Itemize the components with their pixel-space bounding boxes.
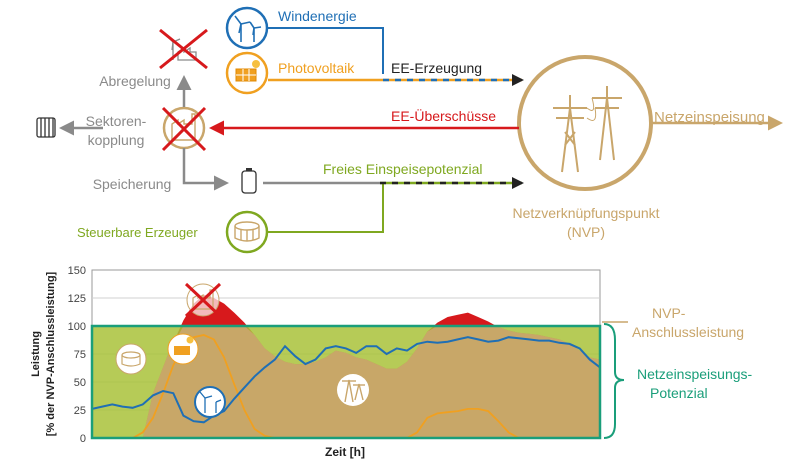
y-tick-label: 25	[74, 405, 86, 417]
y-axis-ticks: 0 25 50 75 100 125 150	[68, 265, 86, 445]
chart-wind-icon	[194, 386, 226, 418]
sector-coupling-label-2: kopplung	[88, 132, 145, 148]
y-tick-label: 125	[68, 293, 86, 305]
nvp-circle	[517, 55, 653, 191]
potential-frame	[90, 324, 602, 440]
chart-generator-icon	[115, 343, 147, 375]
controllable-label: Steuerbare Erzeuger	[77, 225, 198, 240]
pv-series-line	[92, 334, 600, 438]
pv-label: Photovoltaik	[278, 60, 355, 76]
nvp-node	[517, 55, 653, 191]
wind-source: Windenergie	[225, 6, 357, 50]
storage-node: Speicherung	[93, 148, 380, 194]
controllable-line	[268, 183, 384, 233]
storage-arrow-in	[182, 148, 229, 191]
potential-label-1: Netzeinspeisungs-	[637, 366, 753, 382]
chart-pylon-icon	[337, 374, 369, 406]
y-tick-label: 75	[74, 349, 86, 361]
ee-generation-arrowhead	[512, 74, 524, 86]
y-axis-label-1: Leistung	[30, 331, 42, 377]
free-potential-arrowhead	[512, 177, 524, 189]
wind-factory-crossed-icon	[159, 28, 208, 70]
sector-coupling-label-1: Sektoren-	[86, 113, 147, 129]
potential-brace	[603, 323, 625, 439]
controllable-generator-node: Steuerbare Erzeuger	[77, 183, 384, 254]
y-axis-label-2: [% der NVP-Anschlussleistung]	[45, 271, 57, 436]
wind-source-circle	[225, 6, 269, 50]
wind-line	[268, 27, 384, 74]
capacity-label-2: Anschlussleistung	[632, 324, 744, 340]
curtailment-label: Abregelung	[99, 73, 171, 89]
y-tick-label: 0	[80, 433, 86, 445]
pv-source: Photovoltaik	[225, 51, 355, 95]
sector-coupling-node: Sektoren- kopplung	[86, 106, 207, 152]
free-potential-label: Freies Einspeisepotenzial	[323, 161, 483, 177]
y-tick-label: 150	[68, 265, 86, 277]
potential-label-2: Potenzial	[650, 385, 708, 401]
x-axis-label: Zeit [h]	[325, 445, 365, 459]
wind-series-line	[92, 336, 600, 424]
chart: 0 25 50 75 100 125 150	[30, 265, 753, 459]
factory-crossed-icon	[161, 106, 207, 152]
radiator-icon	[36, 117, 56, 138]
surplus-label: EE-Überschüsse	[391, 107, 496, 124]
curtailment-node: Abregelung	[99, 28, 208, 89]
storage-label: Speicherung	[93, 176, 172, 192]
heat-node	[36, 117, 103, 138]
chart-factory-crossed-icon	[184, 282, 222, 318]
y-tick-label: 100	[68, 321, 86, 333]
chart-solar-icon	[167, 333, 199, 365]
battery-icon	[241, 168, 257, 194]
generator-plant-icon	[234, 221, 260, 242]
y-tick-label: 50	[74, 377, 86, 389]
ee-generation-label: EE-Erzeugung	[391, 60, 482, 76]
grid-feed-label: Netzeinspeisung	[654, 109, 765, 126]
wind-label: Windenergie	[278, 8, 357, 24]
nvp-label-line2: (NVP)	[567, 224, 605, 240]
nvp-label-line1: Netzverknüpfungspunkt	[512, 205, 659, 221]
power-pylon-icon	[553, 86, 622, 173]
solar-panel-icon	[235, 60, 260, 82]
capacity-label-1: NVP-	[652, 305, 686, 321]
wind-turbine-icon	[234, 15, 262, 42]
